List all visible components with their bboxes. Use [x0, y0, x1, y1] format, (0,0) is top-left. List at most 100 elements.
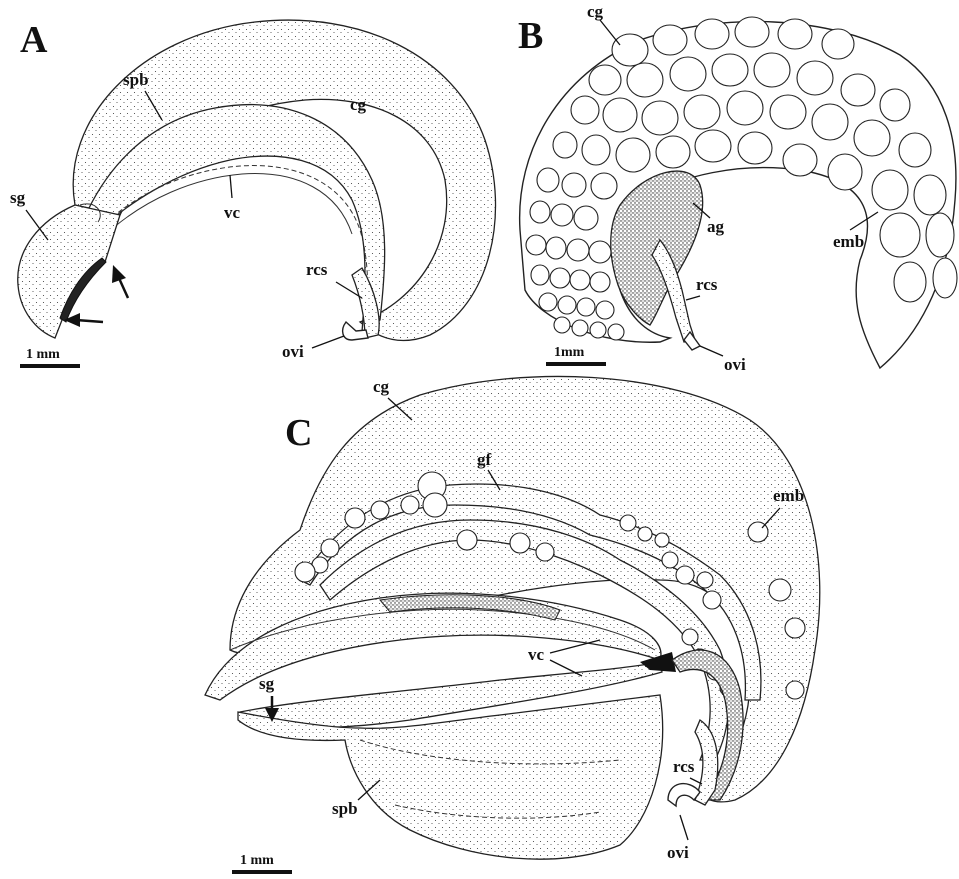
embryo-cell	[371, 501, 389, 519]
embryo-cell	[554, 317, 570, 333]
embryo-cell	[589, 241, 611, 263]
label-ovi-c: ovi	[667, 843, 689, 862]
embryo-cell	[510, 533, 530, 553]
embryo-cell	[926, 213, 954, 257]
embryo-cell	[786, 681, 804, 699]
embryo-cell	[828, 154, 862, 190]
panel-b: B cg ag emb rcs ovi 1mm	[518, 2, 957, 374]
embryo-cell	[822, 29, 854, 59]
label-rcs-a: rcs	[306, 260, 328, 279]
label-spb-c: spb	[332, 799, 358, 818]
label-rcs-c: rcs	[673, 757, 695, 776]
embryo-cell	[638, 527, 652, 541]
embryo-cell	[880, 89, 910, 121]
embryo-cell	[697, 572, 713, 588]
label-cg-b: cg	[587, 2, 604, 21]
panel-a: A cg spb sg vc rcs	[10, 19, 496, 368]
label-spb-a: spb	[123, 70, 149, 89]
embryo-cell	[682, 629, 698, 645]
embryo-cell	[785, 618, 805, 638]
embryo-cell	[620, 515, 636, 531]
embryo-cell	[603, 98, 637, 132]
embryo-cell	[553, 132, 577, 158]
arrow-icon	[112, 265, 128, 298]
embryo-cell	[727, 91, 763, 125]
embryo-cell	[662, 552, 678, 568]
embryo-cell	[653, 25, 687, 55]
embryo-cell	[712, 54, 748, 86]
embryo-cell	[526, 235, 546, 255]
embryo-cell	[567, 239, 589, 261]
embryo-cell	[530, 201, 550, 223]
scale-label-b: 1mm	[554, 345, 585, 360]
embryo-cell	[608, 324, 624, 340]
embryo-cell	[539, 293, 557, 311]
label-cg-a: cg	[350, 95, 367, 114]
label-emb-c: emb	[773, 486, 804, 505]
embryo-cell	[570, 270, 590, 290]
embryo-cell	[612, 34, 648, 66]
embryo-cell	[642, 101, 678, 135]
embryo-cell	[401, 496, 419, 514]
label-sg-c: sg	[259, 674, 275, 693]
embryo-cell	[872, 170, 908, 210]
label-cg-c: cg	[373, 377, 390, 396]
embryo-cell	[457, 530, 477, 550]
embryo-cell	[695, 19, 729, 49]
label-ovi-a: ovi	[282, 342, 304, 361]
panel-letter-b: B	[518, 15, 543, 57]
embryo-cell	[582, 135, 610, 165]
embryo-cell	[695, 130, 731, 162]
scale-bar-a	[20, 364, 80, 368]
label-rcs-b: rcs	[696, 275, 718, 294]
embryo-cell	[812, 104, 848, 140]
scale-bar-b	[546, 362, 606, 366]
embryo-cell	[880, 213, 920, 257]
embryo-cell	[558, 296, 576, 314]
embryo-cell	[321, 539, 339, 557]
embryo-cell	[590, 272, 610, 292]
embryo-cell	[778, 19, 812, 49]
embryo-cell	[531, 265, 549, 285]
label-gf-c: gf	[477, 450, 492, 469]
label-sg-a: sg	[10, 188, 26, 207]
embryo-cell	[571, 96, 599, 124]
embryo-cell	[577, 298, 595, 316]
embryo-cell	[572, 320, 588, 336]
embryo-cell	[770, 95, 806, 129]
panel-letter-a: A	[20, 19, 48, 61]
embryo-cell	[738, 132, 772, 164]
embryo-cell	[854, 120, 890, 156]
embryo-cell	[735, 17, 769, 47]
label-vc-a: vc	[224, 203, 241, 222]
embryo-cell	[894, 262, 926, 302]
embryo-cell	[783, 144, 817, 176]
panel-letter-c: C	[285, 412, 312, 454]
embryo-cell	[537, 168, 559, 192]
embryo-cell	[670, 57, 706, 91]
embryo-cell	[574, 206, 598, 230]
embryo-cell	[589, 65, 621, 95]
embryo-cell	[550, 268, 570, 288]
arrow-icon	[64, 313, 103, 327]
embryo-cell	[899, 133, 931, 167]
label-ag-b: ag	[707, 217, 725, 236]
embryo-cell	[562, 173, 586, 197]
embryo-cell	[655, 533, 669, 547]
embryo-cell	[933, 258, 957, 298]
embryo-cell	[551, 204, 573, 226]
embryo-cell	[616, 138, 650, 172]
embryo-cell	[754, 53, 790, 87]
embryo-cell	[703, 591, 721, 609]
embryo-cell	[656, 136, 690, 168]
embryo-cell	[769, 579, 791, 601]
embryo-cell	[423, 493, 447, 517]
embryo-cell	[546, 237, 566, 259]
scale-label-c: 1 mm	[240, 853, 274, 868]
embryo-cell	[591, 173, 617, 199]
oviduct-c	[668, 784, 700, 806]
embryo-cell	[596, 301, 614, 319]
embryo-cell	[295, 562, 315, 582]
label-vc-c: vc	[528, 645, 545, 664]
embryo-cell	[345, 508, 365, 528]
